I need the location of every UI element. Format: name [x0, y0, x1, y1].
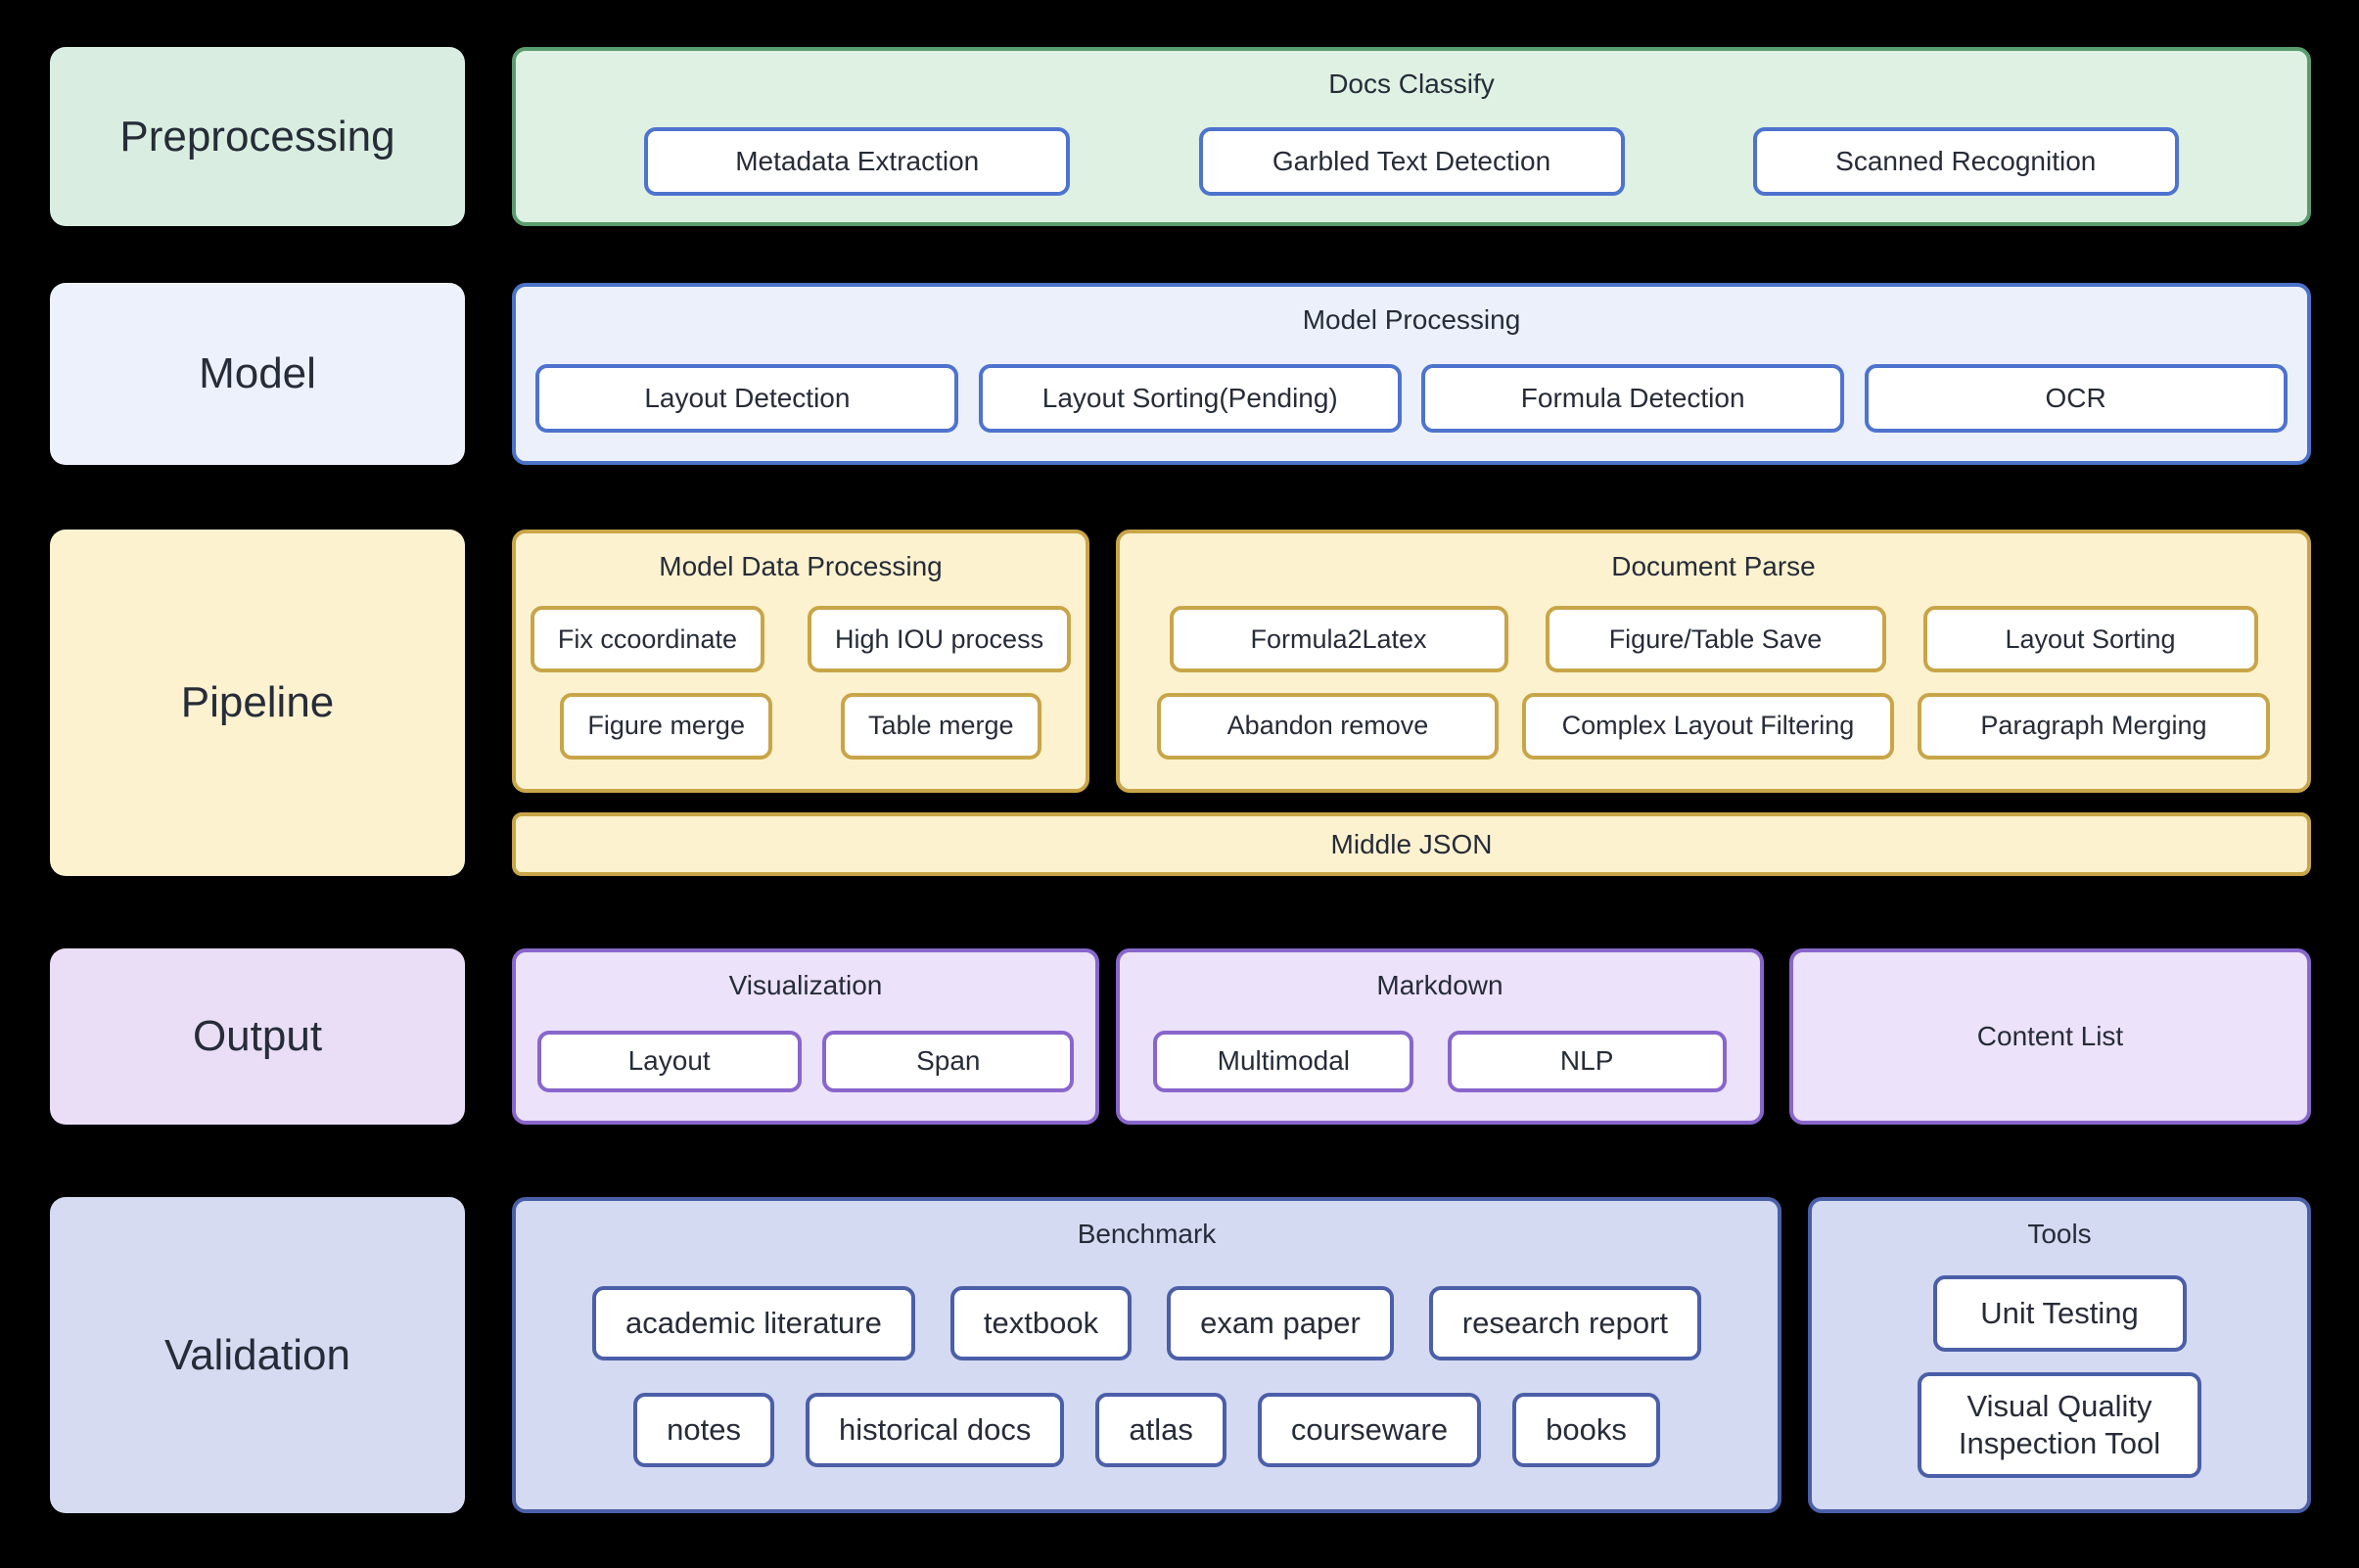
row-label-output-text: Output [192, 1012, 323, 1060]
row-label-model-text: Model [199, 349, 316, 397]
tools-buttons: Unit Testing Visual Quality Inspection T… [1812, 1250, 2307, 1509]
btn-layout-sorting: Layout Sorting [1922, 606, 2258, 673]
row-label-pipeline: Pipeline [50, 530, 465, 876]
btn-visual-quality-inspection-tool: Visual Quality Inspection Tool [1918, 1372, 2201, 1479]
btn-high-iou-process: High IOU process [808, 606, 1072, 673]
btn-fix-ccoordinate: Fix ccoordinate [530, 606, 764, 673]
btn-books: books [1512, 1393, 1660, 1467]
btn-complex-layout-filtering: Complex Layout Filtering [1522, 692, 1894, 760]
benchmark-section: Benchmark academic literature textbook e… [512, 1197, 1781, 1513]
btn-garbled-text-detection: Garbled Text Detection [1198, 126, 1625, 196]
document-parse-rows: Formula2Latex Figure/Table Save Layout S… [1120, 582, 2307, 789]
row-label-validation-text: Validation [164, 1330, 350, 1379]
visualization-buttons: Layout Span [516, 1001, 1095, 1121]
markdown-buttons: Multimodal NLP [1120, 1001, 1760, 1121]
docs-classify-buttons: Metadata Extraction Garbled Text Detecti… [516, 100, 2307, 222]
markdown-title: Markdown [1376, 970, 1503, 1000]
middle-json-text: Middle JSON [1330, 828, 1493, 859]
row-label-preprocessing-text: Preprocessing [119, 112, 395, 161]
tools-section: Tools Unit Testing Visual Quality Inspec… [1808, 1197, 2311, 1513]
middle-json-bar: Middle JSON [512, 812, 2311, 876]
model-processing-buttons: Layout Detection Layout Sorting(Pending)… [516, 336, 2307, 461]
row-label-output: Output [50, 948, 465, 1125]
benchmark-title: Benchmark [1077, 1219, 1217, 1249]
visualization-section: Visualization Layout Span [512, 948, 1099, 1125]
btn-table-merge: Table merge [840, 692, 1041, 760]
markdown-section: Markdown Multimodal NLP [1116, 948, 1764, 1125]
benchmark-row-1: academic literature textbook exam paper … [591, 1286, 1702, 1360]
content-list-section: Content List [1789, 948, 2311, 1125]
btn-paragraph-merging: Paragraph Merging [1918, 692, 2270, 760]
btn-notes: notes [633, 1393, 774, 1467]
btn-historical-docs: historical docs [805, 1393, 1065, 1467]
content-list-title: Content List [1976, 1021, 2124, 1051]
btn-abandon-remove: Abandon remove [1157, 692, 1499, 760]
model-data-processing-rows: Fix ccoordinate High IOU process Figure … [516, 582, 1086, 789]
model-processing-section: Model Processing Layout Detection Layout… [512, 283, 2311, 465]
row-label-pipeline-text: Pipeline [180, 678, 335, 726]
btn-layout: Layout [536, 1030, 802, 1092]
btn-figure-merge: Figure merge [560, 692, 772, 760]
btn-figure-table-save: Figure/Table Save [1545, 606, 1886, 673]
row-label-preprocessing: Preprocessing [50, 47, 465, 226]
tools-title: Tools [2027, 1219, 2092, 1249]
model-processing-title: Model Processing [1302, 304, 1521, 335]
btn-scanned-recognition: Scanned Recognition [1752, 126, 2179, 196]
visualization-title: Visualization [728, 970, 883, 1000]
benchmark-row-2: notes historical docs atlas courseware b… [633, 1393, 1660, 1467]
btn-exam-paper: exam paper [1167, 1286, 1394, 1360]
btn-courseware: courseware [1257, 1393, 1482, 1467]
btn-formula-detection: Formula Detection [1421, 364, 1845, 433]
btn-academic-literature: academic literature [591, 1286, 915, 1360]
document-parse-section: Document Parse Formula2Latex Figure/Tabl… [1116, 530, 2311, 793]
btn-layout-detection: Layout Detection [535, 364, 959, 433]
dp-row-2: Abandon remove Complex Layout Filtering … [1157, 692, 2270, 760]
btn-layout-sorting-pending: Layout Sorting(Pending) [978, 364, 1402, 433]
btn-nlp: NLP [1447, 1030, 1727, 1092]
docs-classify-section: Docs Classify Metadata Extraction Garble… [512, 47, 2311, 226]
model-data-processing-title: Model Data Processing [659, 551, 943, 581]
btn-textbook: textbook [949, 1286, 1133, 1360]
btn-metadata-extraction: Metadata Extraction [644, 126, 1071, 196]
row-label-validation: Validation [50, 1197, 465, 1513]
btn-formula2latex: Formula2Latex [1169, 606, 1508, 673]
mdp-row-1: Fix ccoordinate High IOU process [530, 606, 1072, 673]
document-parse-title: Document Parse [1611, 551, 1816, 581]
model-data-processing-section: Model Data Processing Fix ccoordinate Hi… [512, 530, 1089, 793]
mdp-row-2: Figure merge Table merge [560, 692, 1041, 760]
btn-multimodal: Multimodal [1153, 1030, 1414, 1092]
btn-span: Span [822, 1030, 1075, 1092]
benchmark-rows: academic literature textbook exam paper … [516, 1250, 1778, 1509]
btn-ocr: OCR [1864, 364, 2288, 433]
btn-research-report: research report [1428, 1286, 1702, 1360]
btn-unit-testing: Unit Testing [1932, 1274, 2187, 1352]
dp-row-1: Formula2Latex Figure/Table Save Layout S… [1169, 606, 2258, 673]
btn-atlas: atlas [1095, 1393, 1226, 1467]
docs-classify-title: Docs Classify [1328, 69, 1495, 99]
row-label-model: Model [50, 283, 465, 465]
